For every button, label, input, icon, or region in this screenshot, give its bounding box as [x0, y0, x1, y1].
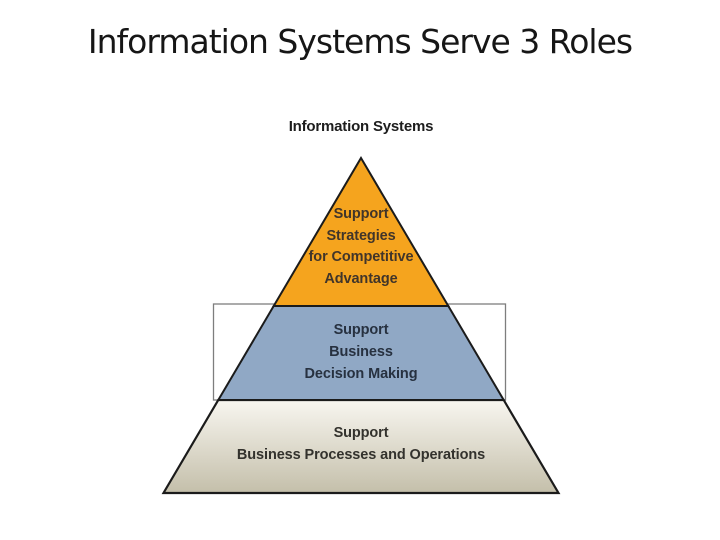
- bottom-section-line: Support: [333, 425, 389, 441]
- bottom-section-line: Business Processes and Operations: [236, 447, 486, 463]
- pyramid-top-section: [271, 156, 451, 307]
- top-section-line: Advantage: [324, 270, 398, 287]
- middle-section-line: Decision Making: [304, 366, 418, 382]
- top-section-line: for Competitive: [308, 249, 414, 265]
- top-section-line: Strategies: [326, 227, 396, 244]
- bottom-section-text: Support Business Processes and Operation…: [1, 422, 720, 466]
- middle-section-line: Support: [333, 322, 389, 338]
- top-section-line: Support: [333, 206, 389, 222]
- middle-section-line: Business: [329, 344, 393, 360]
- diagram-label: Information Systems: [288, 118, 434, 135]
- slide-title: Information Systems Serve 3 Roles: [87, 22, 633, 61]
- top-section-text: Support Strategies for Competitive Advan…: [1, 204, 720, 290]
- middle-section-text: Support Business Decision Making: [1, 319, 720, 385]
